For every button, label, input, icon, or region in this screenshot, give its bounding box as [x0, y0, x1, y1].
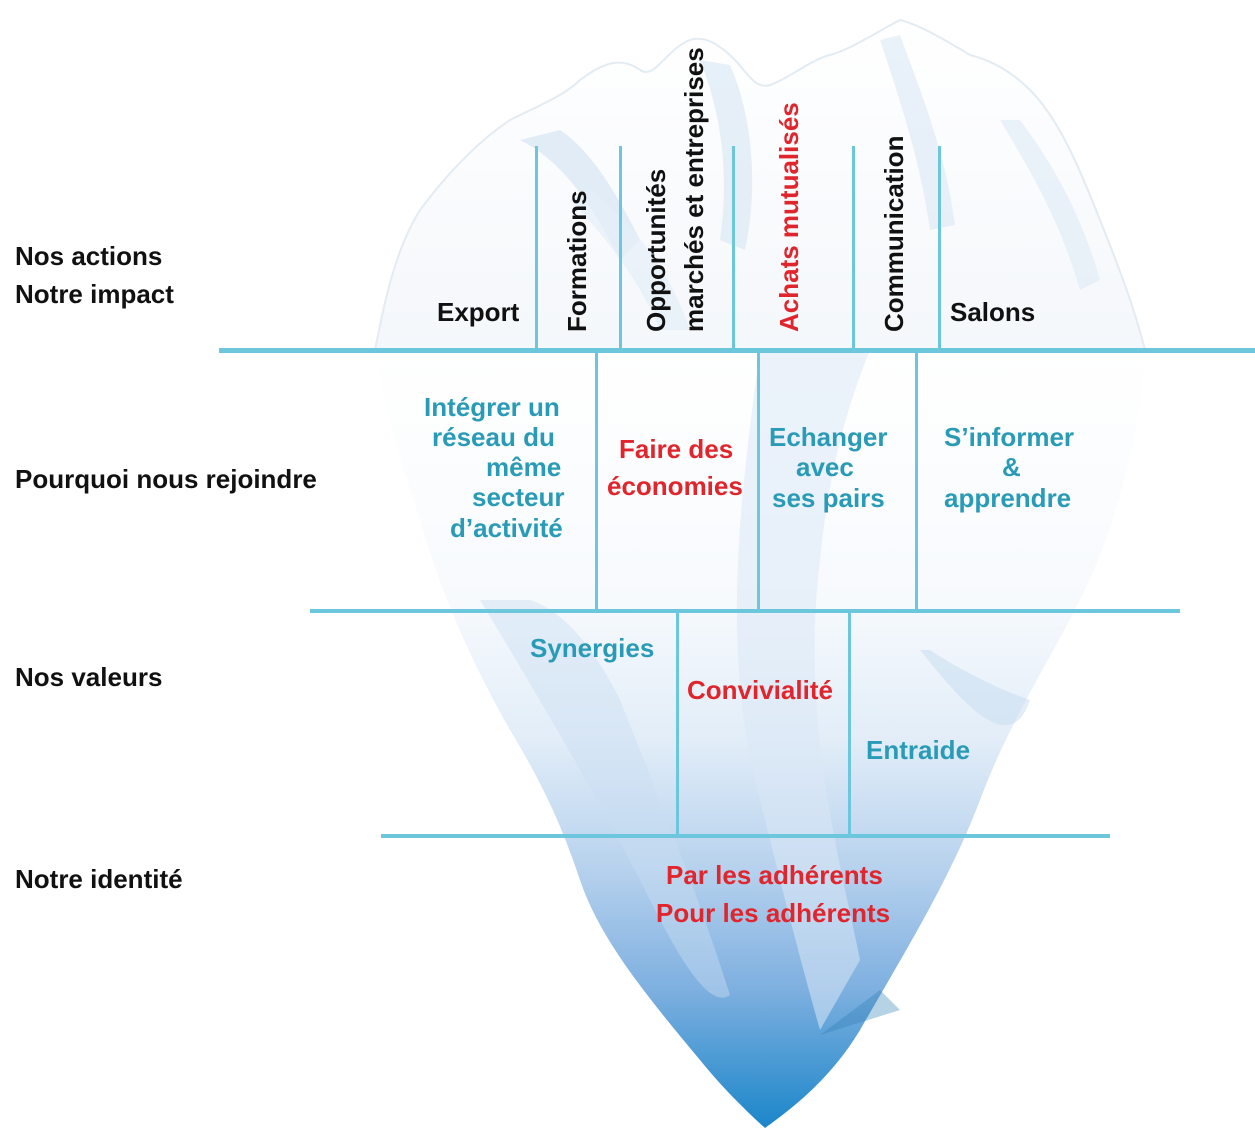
action-formations: Formations	[562, 190, 592, 332]
values-divider-1	[676, 612, 679, 836]
actions-divider-5	[938, 146, 941, 350]
values-divider-2	[848, 612, 851, 836]
why-reseau-line2: réseau du	[432, 422, 555, 452]
action-salons: Salons	[950, 297, 1036, 327]
why-echanger-line3: ses pairs	[772, 483, 885, 513]
actions-divider-2	[619, 146, 622, 350]
why-informer-line2: &	[1002, 452, 1021, 482]
waterline-divider	[219, 348, 1255, 353]
value-synergies: Synergies	[530, 633, 655, 663]
action-communication: Communication	[879, 135, 909, 332]
why-reseau-line1: Intégrer un	[424, 392, 560, 422]
identity-line2: Pour les adhérents	[656, 898, 891, 928]
action-achats-mutualises: Achats mutualisés	[774, 102, 804, 332]
actions-divider-1	[535, 146, 538, 350]
why-informer-line3: apprendre	[944, 483, 1072, 513]
value-convivialite: Convivialité	[687, 675, 833, 705]
action-opportunites-line1: Opportunités	[641, 168, 671, 332]
why-informer-line1: S’informer	[944, 422, 1075, 452]
why-values-divider	[310, 609, 1180, 613]
why-divider-3	[915, 352, 918, 610]
why-echanger-line2: avec	[796, 452, 854, 482]
why-divider-1	[595, 352, 598, 610]
action-export: Export	[437, 297, 520, 327]
value-entraide: Entraide	[866, 735, 971, 765]
why-reseau-line5: d’activité	[450, 513, 563, 543]
row-label-values: Nos valeurs	[15, 662, 163, 692]
values-identity-divider	[381, 834, 1110, 838]
why-divider-2	[757, 352, 760, 610]
why-economies-line1: Faire des	[619, 434, 734, 464]
row-label-identity: Notre identité	[15, 864, 183, 894]
row-label-impact: Notre impact	[15, 279, 174, 309]
identity-line1: Par les adhérents	[666, 860, 883, 890]
why-reseau-line3: même	[486, 452, 562, 482]
row-label-actions: Nos actions	[15, 241, 163, 271]
why-reseau-line4: secteur	[472, 482, 565, 512]
why-echanger-line1: Echanger	[769, 422, 888, 452]
why-economies-line2: économies	[607, 471, 743, 501]
actions-divider-4	[852, 146, 855, 350]
row-label-why: Pourquoi nous rejoindre	[15, 464, 317, 494]
iceberg-tip	[373, 18, 1147, 351]
actions-divider-3	[732, 146, 735, 350]
action-opportunites-line2: marchés et entreprises	[679, 47, 709, 332]
